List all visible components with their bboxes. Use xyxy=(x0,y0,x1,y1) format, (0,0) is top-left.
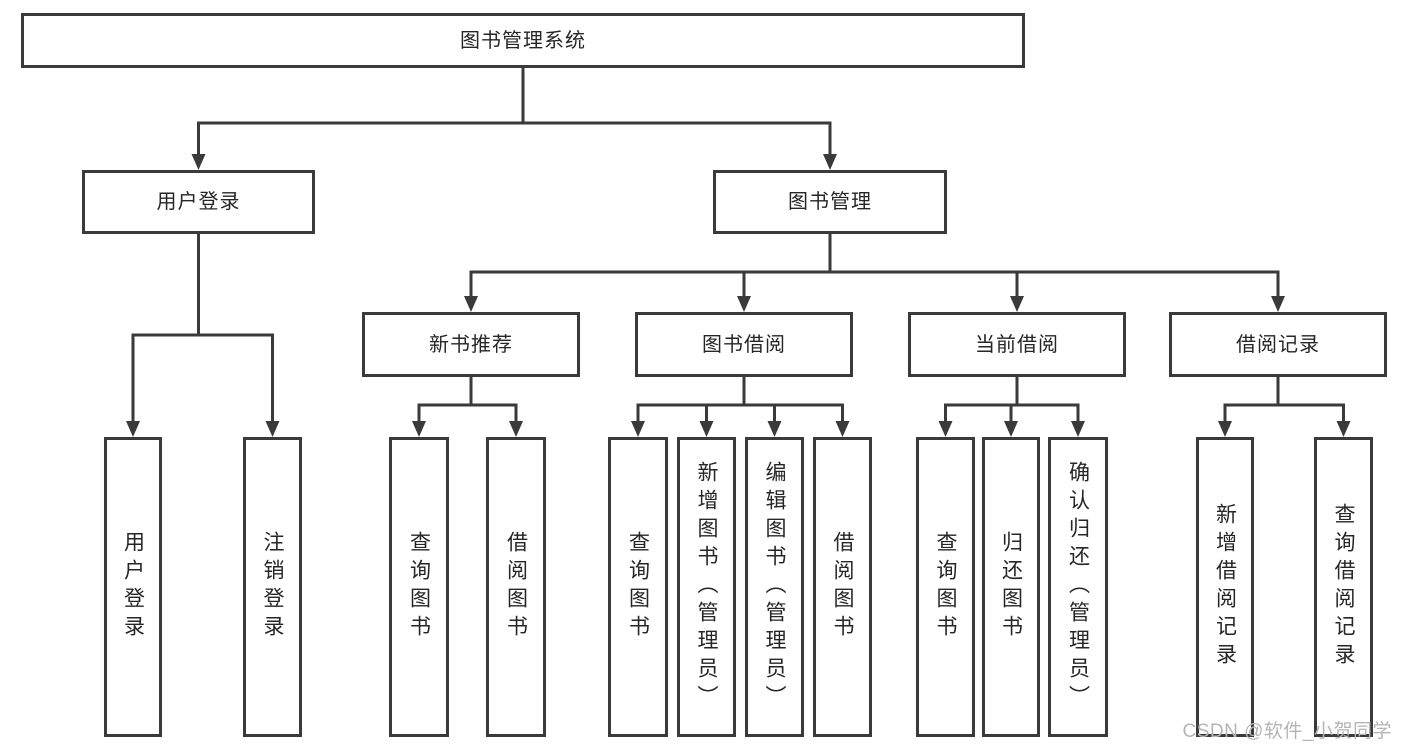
node-leaf-logout: 注销登录 xyxy=(243,437,302,737)
node-new-book-recommend: 新书推荐 xyxy=(362,312,580,377)
node-book-borrowing: 图书借阅 xyxy=(635,312,853,377)
node-leaf-add-books-admin: 新增图书（管理员） xyxy=(677,437,736,737)
watermark: CSDN @软件_小贺同学 xyxy=(1182,721,1392,742)
node-leaf-return-books: 归还图书 xyxy=(982,437,1040,737)
node-current-borrowing: 当前借阅 xyxy=(908,312,1126,377)
node-leaf-query-borrow-record: 查询借阅记录 xyxy=(1314,437,1373,737)
node-borrow-records: 借阅记录 xyxy=(1169,312,1387,377)
node-leaf-query-books-recommend: 查询图书 xyxy=(389,437,449,737)
node-leaf-user-login: 用户登录 xyxy=(104,437,162,737)
node-leaf-query-books-borrow: 查询图书 xyxy=(608,437,668,737)
node-library-system: 图书管理系统 xyxy=(21,13,1025,68)
node-leaf-edit-books-admin: 编辑图书（管理员） xyxy=(745,437,804,737)
node-user-login-branch: 用户登录 xyxy=(82,170,315,234)
node-leaf-borrow-books: 借阅图书 xyxy=(813,437,872,737)
node-leaf-add-borrow-record: 新增借阅记录 xyxy=(1196,437,1254,737)
node-leaf-query-books-current: 查询图书 xyxy=(916,437,975,737)
node-leaf-confirm-return-admin: 确认归还（管理员） xyxy=(1048,437,1108,737)
node-book-management: 图书管理 xyxy=(713,170,947,234)
node-leaf-borrow-books-recommend: 借阅图书 xyxy=(486,437,546,737)
